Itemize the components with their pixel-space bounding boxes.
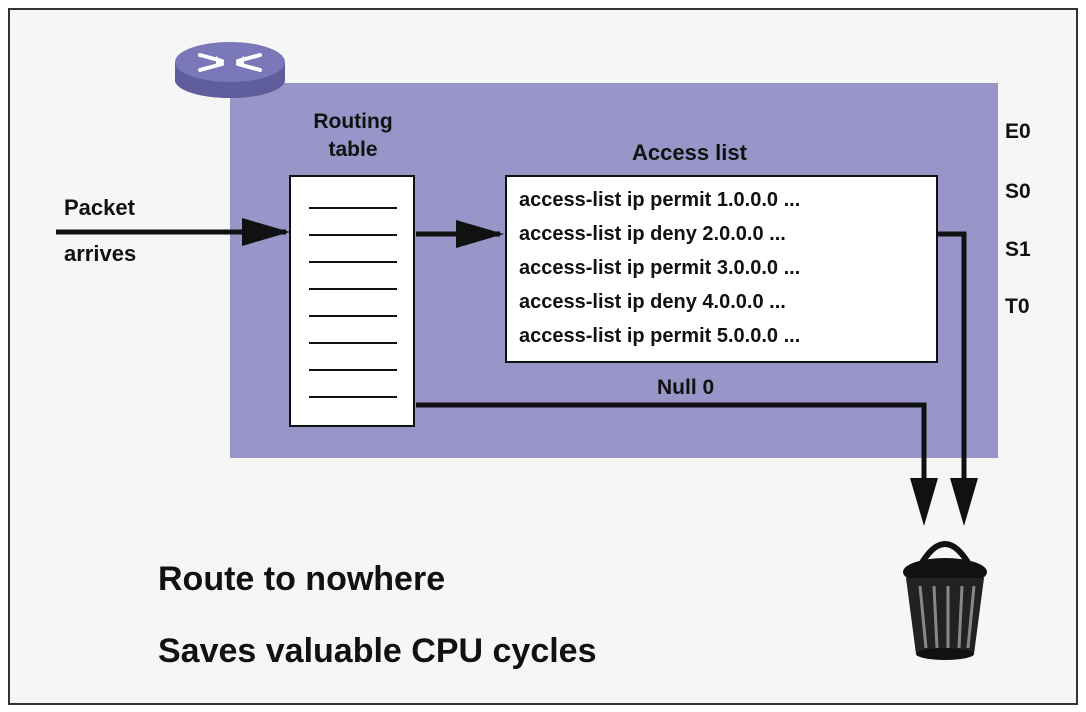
routing-table-entry <box>309 342 397 344</box>
interface-e0-label: E0 <box>1005 120 1031 143</box>
routing-table-entry <box>309 315 397 317</box>
interface-s0-label: S0 <box>1005 180 1031 203</box>
routing-table-entry <box>309 396 397 398</box>
access-list-rule: access-list ip permit 5.0.0.0 ... <box>519 325 801 347</box>
routing-table-entry <box>309 261 397 263</box>
caption-route-to-nowhere: Route to nowhere <box>158 560 446 598</box>
interface-s1-label: S1 <box>1005 238 1031 261</box>
arrives-label: arrives <box>64 241 137 266</box>
access-list-rule: access-list ip deny 2.0.0.0 ... <box>519 223 786 245</box>
access-list-title: Access list <box>632 140 747 165</box>
routing-table-entry <box>309 234 397 236</box>
routing-table-entry <box>309 207 397 209</box>
routing-table-label: Routing table <box>313 110 393 161</box>
interface-t0-label: T0 <box>1005 295 1030 318</box>
access-list-rule: access-list ip permit 3.0.0.0 ... <box>519 257 801 279</box>
access-list-rule: access-list ip permit 1.0.0.0 ... <box>519 189 801 211</box>
caption-saves-cpu: Saves valuable CPU cycles <box>158 632 597 670</box>
routing-table-entry <box>309 369 397 371</box>
packet-label: Packet <box>64 195 135 220</box>
trash-bin-icon <box>903 541 987 660</box>
router-icon <box>175 42 285 98</box>
access-list-box: access-list ip permit 1.0.0.0 ... access… <box>505 175 938 363</box>
deny-path <box>938 231 978 526</box>
routing-table-entry <box>309 288 397 290</box>
null-route-path <box>416 402 938 526</box>
access-list-rule: access-list ip deny 4.0.0.0 ... <box>519 291 786 313</box>
routing-table <box>289 175 415 427</box>
forward-arrow <box>416 220 504 248</box>
null-route-label: Null 0 <box>657 376 715 399</box>
packet-arrow <box>56 218 290 246</box>
